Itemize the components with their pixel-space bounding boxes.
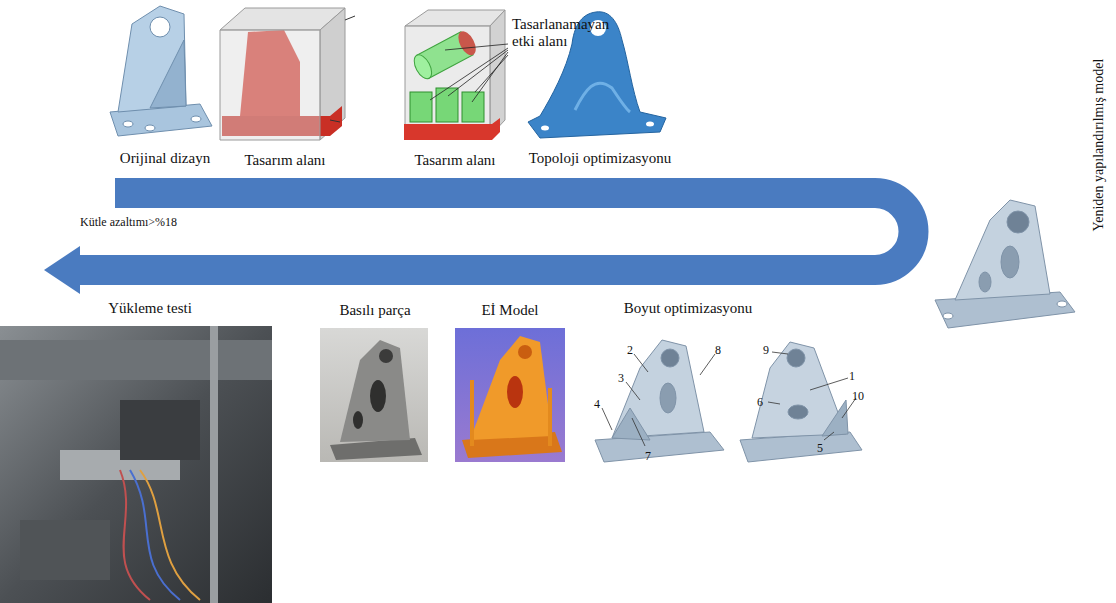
reconstructed-model: [935, 200, 1075, 328]
callout-number: 4: [594, 398, 600, 412]
original-bracket: [110, 6, 212, 136]
stage-caption: Yeniden yapılandırılmış model: [1091, 59, 1107, 232]
leader-line: [602, 352, 856, 446]
callout-number: 9: [763, 344, 769, 358]
stage-caption: Orijinal dizayn: [120, 150, 210, 167]
design-space: [404, 10, 508, 140]
size-optimization-model: [595, 340, 862, 462]
loading-test-photo: [0, 326, 272, 603]
callout-number: 10: [852, 390, 864, 404]
stage-caption: Tasarım alanı: [245, 152, 326, 169]
callout-number: 1: [849, 370, 855, 384]
stage-caption: Basılı parça: [339, 302, 410, 319]
callout-number: 6: [757, 396, 763, 410]
ei-model: [455, 328, 565, 462]
note: Kütle azaltımı>%18: [80, 216, 177, 230]
stage-caption: Tasarım alanı: [415, 152, 496, 169]
callout-number: 2: [627, 344, 633, 358]
stage-caption: Yükleme testi: [108, 300, 192, 317]
stage-caption: Boyut optimizasyonu: [624, 300, 753, 317]
callout-number: 7: [645, 450, 651, 464]
stage-caption: Eİ Model: [481, 302, 538, 319]
flow-arrow: [44, 193, 914, 294]
callout-label: Tasarlanamayan etki alanı: [512, 16, 630, 51]
callout-number: 5: [817, 442, 823, 456]
callout-number: 3: [618, 372, 624, 386]
stage-caption: Topoloji optimizasyonu: [529, 150, 672, 167]
design-space: [220, 8, 355, 140]
printed-part-photo: [320, 328, 428, 462]
callout-number: 8: [715, 344, 721, 358]
